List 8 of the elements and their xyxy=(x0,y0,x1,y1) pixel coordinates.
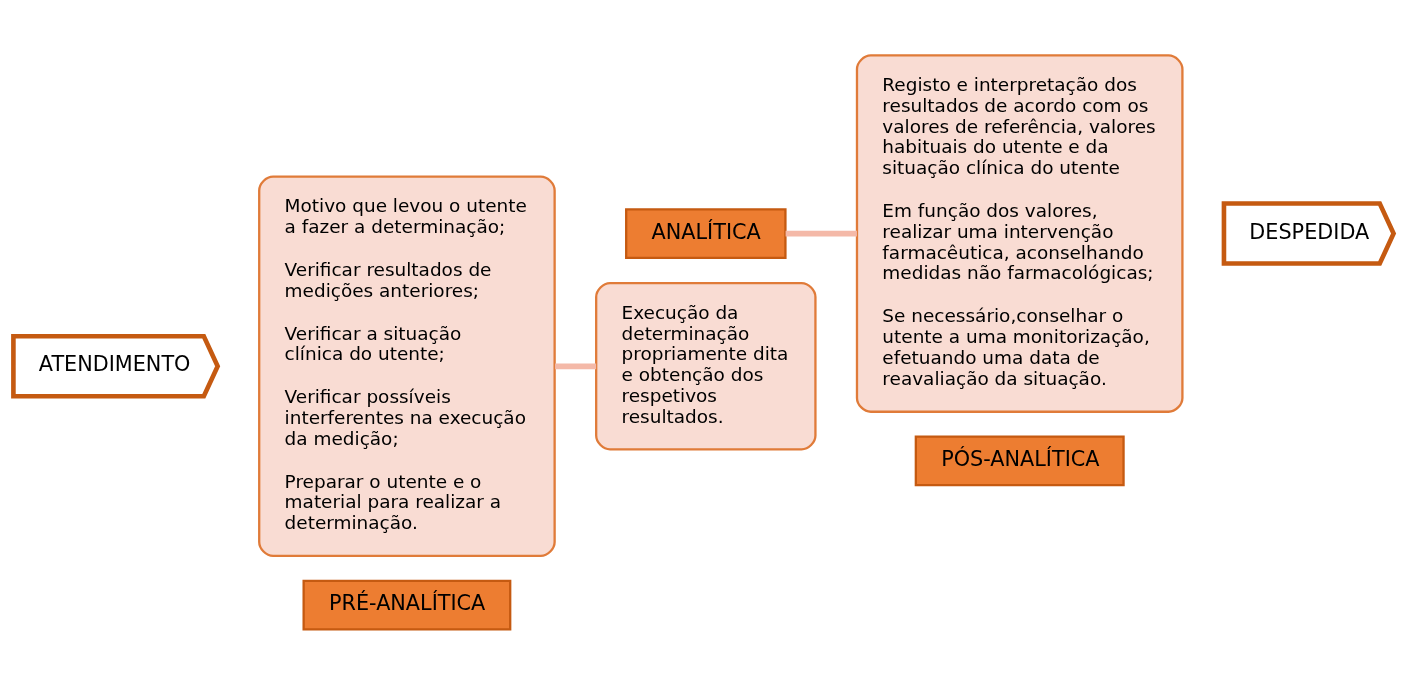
node-box: Registo e interpretação dos resultados de acordo com os valores de referência, valores habituais do utente e da situação clínica do utente Em função dos valores, realizar uma intervenção farmacêutica, aconselhando medidas não farmacológicas; Se necessário,conselhar o utente a uma monitorização, efetuando uma data de reavaliação da situação. xyxy=(855,53,1184,413)
node-box: Motivo que levou o utente a fazer a determinação; Verificar resultados de medições anteriores; Verificar a situação clínica do utente; Verificar possíveis interferentes na execução da medição; Preparar o utente e o material para realizar a determinação. xyxy=(258,175,556,557)
node-box: Execução da determinação propriamente dita e obtenção dos respetivos resultados. xyxy=(595,281,817,450)
connector xyxy=(555,362,597,369)
node-box: ANALÍTICA xyxy=(625,207,787,259)
node-box: PRÉ-ANALÍTICA xyxy=(302,579,512,631)
connector xyxy=(785,230,857,236)
node-box: PÓS-ANALÍTICA xyxy=(914,435,1125,486)
